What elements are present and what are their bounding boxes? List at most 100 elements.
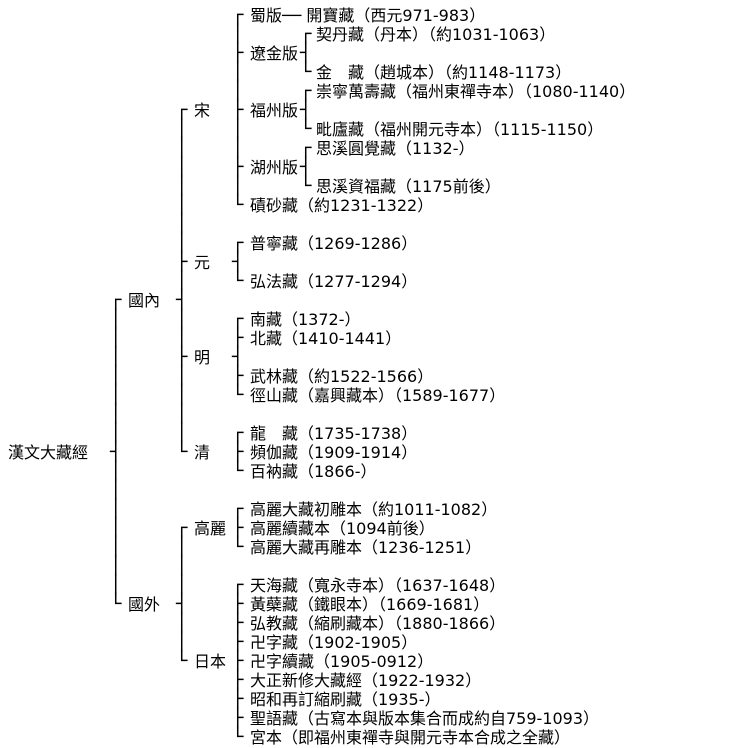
tree-connector-glyph: ├ (176, 346, 188, 368)
tree-connector-glyph: │ (110, 308, 122, 330)
tree-connector-glyph: │ (232, 80, 244, 102)
tree-connector-glyph: └ (176, 441, 188, 463)
tree-node-label: 國內 (128, 291, 161, 310)
tree-connector-glyph: ┤ (110, 441, 122, 463)
tree-connector-glyph: │ (110, 384, 122, 406)
tree-connector-glyph: ┤ (300, 156, 312, 178)
tree-node-label: 金 藏（趙城本）（約1148-1173） (316, 63, 572, 82)
tree-connector-glyph: │ (110, 479, 122, 501)
tree-node-label: 契丹藏（丹本）（約1031-1063） (316, 25, 556, 44)
tree-connector-glyph: │ (176, 384, 188, 406)
tree-node-label: 明 (194, 348, 211, 367)
tree-connector-glyph: ├ (232, 707, 244, 729)
tree-connector-glyph: ┌ (232, 308, 244, 330)
tree-connector-glyph: ┌ (110, 289, 122, 311)
tree-connector-glyph: ┌ (232, 422, 244, 444)
tree-node-label: 日本 (194, 652, 227, 671)
tree-node-label: 磧砂藏（約1231-1322） (250, 196, 434, 215)
tree-connector-glyph: ┤ (300, 42, 312, 64)
tree-connector-glyph: ┌ (232, 574, 244, 596)
tree-connector-glyph: ├ (232, 156, 244, 178)
tree-node-label: 天海藏（寬永寺本）（1637-1648） (250, 576, 506, 595)
tree-connector-glyph: │ (176, 232, 188, 254)
tree-node-label: 國外 (128, 595, 161, 614)
tree-connector-glyph: │ (176, 270, 188, 292)
tree-node-label: 元 (194, 253, 211, 272)
tree-connector-glyph: │ (176, 574, 188, 596)
tree-connector-glyph: │ (110, 422, 122, 444)
tree-root-label: 漢文大藏經 (8, 443, 89, 462)
tree-connector-glyph: └ (300, 118, 312, 140)
tree-connector-glyph: │ (176, 365, 188, 387)
tree-connector-glyph: ├ (232, 612, 244, 634)
tree-connector-glyph: ┌ (176, 99, 188, 121)
tree-connector-glyph: ┌ (232, 4, 244, 26)
tree-connector-glyph: │ (176, 403, 188, 425)
tree-connector-glyph: ├ (232, 593, 244, 615)
tree-node-label: 弘法藏（1277-1294） (250, 272, 418, 291)
tree-connector-glyph: └ (232, 194, 244, 216)
tree-connector-glyph: │ (176, 612, 188, 634)
tree-node-label: 卍字藏（1902-1905） (250, 633, 418, 652)
tree-connector-glyph: └ (110, 593, 122, 615)
tree-connector-glyph: ┤ (232, 346, 244, 368)
tree-connector-glyph: ├ (232, 42, 244, 64)
tree-connector-glyph: ┌ (232, 498, 244, 520)
tree-node-label: 思溪圓覺藏（1132-） (316, 139, 475, 158)
tree-node-label: 昭和再訂縮刷藏（1935-） (250, 690, 441, 709)
tree-connector-glyph: ┌ (176, 517, 188, 539)
tree-connector-glyph: └ (232, 460, 244, 482)
tree-node-label: 高麗大藏初雕本（約1011-1082） (250, 500, 498, 519)
tree-connector-glyph: │ (232, 137, 244, 159)
tree-node-label: 毗廬藏（福州開元寺本）（1115-1150） (316, 120, 604, 139)
tree-connector-glyph: ├ (232, 669, 244, 691)
tree-node-label: 聖語藏（古寫本與版本集合而成約自759-1093） (250, 709, 600, 728)
tree-connector-glyph: │ (176, 175, 188, 197)
tree-connector-glyph: └ (176, 650, 188, 672)
tree-node-label: 徑山藏（嘉興藏本）（1589-1677） (250, 386, 506, 405)
tree-node-label: 南藏（1372-） (250, 310, 361, 329)
tree-connector-glyph: │ (110, 555, 122, 577)
tree-connector-glyph: │ (232, 118, 244, 140)
tree-connector-glyph: ├ (232, 99, 244, 121)
tree-node-label: 百衲藏（1866-） (250, 462, 377, 481)
tree-connector-glyph: │ (110, 517, 122, 539)
tree-connector-glyph: ├ (232, 631, 244, 653)
tree-connector-glyph: ├ (176, 251, 188, 273)
tree-connector-glyph: ├ (232, 650, 244, 672)
tree-node-label: 清 (194, 443, 211, 462)
tree-connector-glyph: │ (110, 346, 122, 368)
tree-connector-glyph: ├ (232, 441, 244, 463)
tree-node-label: 湖州版 (250, 158, 299, 177)
tree-node-label: 普寧藏（1269-1286） (250, 234, 418, 253)
tree-connector-glyph: │ (110, 574, 122, 596)
tree-node-label: 宮本（即福州東禪寺與開元寺本合成之全藏） (250, 728, 571, 747)
tree-node-label: 遼金版 (250, 44, 299, 63)
tree-connector-glyph: │ (176, 327, 188, 349)
tree-node-label: 大正新修大藏經（1922-1932） (250, 671, 482, 690)
tree-node-label: 宋 (194, 101, 211, 120)
tree-connector-glyph: ┌ (300, 23, 312, 45)
tree-connector-glyph: ├ (232, 688, 244, 710)
tree-connector-glyph: ┤ (300, 99, 312, 121)
tree-node-label: 福州版 (250, 101, 299, 120)
tree-connector-glyph: │ (176, 156, 188, 178)
tree-node-label: 崇寧萬壽藏（福州東禪寺本）（1080-1140） (316, 82, 636, 101)
tree-connector-glyph: ├ (232, 327, 244, 349)
tree-connector-glyph: ┌ (300, 137, 312, 159)
tree-node-label: 高麗 (194, 519, 227, 538)
tree-node-label: 武林藏（約1522-1566） (250, 367, 434, 386)
tree-connector-glyph: ├ (232, 517, 244, 539)
tree-node-label: 北藏（1410-1441） (250, 329, 402, 348)
tree-connector-glyph: ┌ (232, 232, 244, 254)
tree-node-label: 黃蘗藏（鐵眼本）（1669-1681） (250, 595, 490, 614)
tree-connector-glyph: ┤ (176, 593, 188, 615)
tree-connector-glyph: └ (232, 536, 244, 558)
tree-connector-glyph: │ (110, 327, 122, 349)
tree-node-label: 思溪資福藏（1175前後） (316, 177, 501, 196)
tree-connector-glyph: │ (232, 23, 244, 45)
tree-connector-glyph: │ (110, 498, 122, 520)
tree-node-label: 卍字續藏（1905-0912） (250, 652, 434, 671)
tree-connector-glyph: ├ (232, 365, 244, 387)
